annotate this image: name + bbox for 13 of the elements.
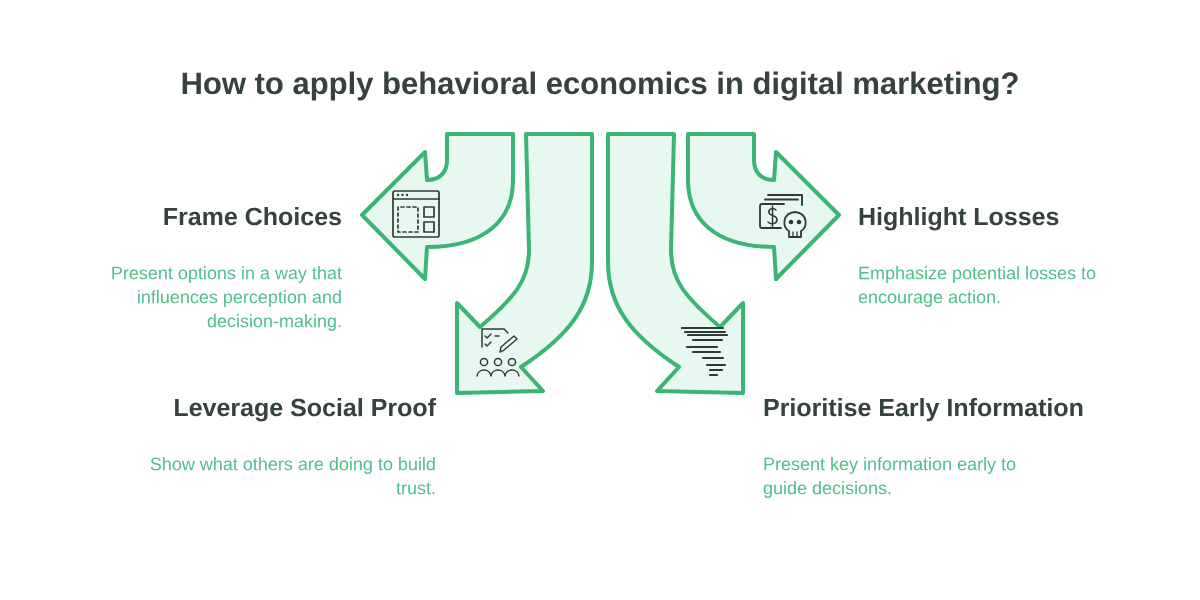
description: Present key information early to guide decisions.: [763, 457, 1016, 498]
description: Present options in a way that influences perception and decision-making.: [112, 266, 342, 331]
heading: Prioritise Early Information: [764, 398, 1083, 422]
heading: Leverage Social Proof: [175, 398, 437, 422]
description: Show what others are doing to build trust.: [150, 457, 435, 495]
curved-arrow: [360, 132, 515, 281]
description: Emphasize potential losses to encourage action.: [858, 266, 1096, 307]
curved-arrow: [455, 132, 594, 395]
curved-arrow: [686, 132, 841, 281]
heading: Highlight Losses: [859, 207, 1059, 231]
title: How to apply behavioral economics in digital marketing?: [182, 71, 1018, 101]
heading: Frame Choices: [164, 207, 341, 226]
curved-arrow: [606, 132, 745, 395]
